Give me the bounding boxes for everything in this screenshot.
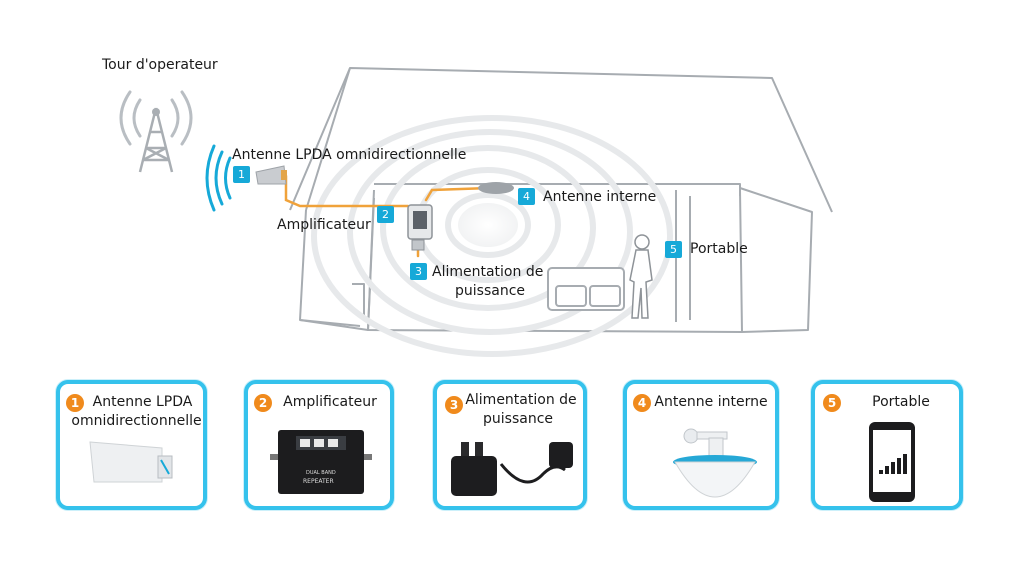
house-outline: [289, 67, 833, 333]
card-number-badge: 1: [66, 394, 84, 412]
tower-label: Tour d'operateur: [102, 57, 218, 73]
internal-antenna-icon: [478, 182, 514, 194]
card-internal-antenna: 4 Antenne interne: [623, 380, 779, 510]
amplifier-device-text2: REPEATER: [303, 478, 334, 485]
indoor-signal-waves: [311, 115, 673, 357]
callout-label-internal-antenna: Antenne interne: [543, 189, 657, 205]
card-title-line1: Amplificateur: [283, 394, 377, 410]
callout-badge-3: 3: [410, 263, 427, 280]
amplifier-product-icon: [270, 430, 372, 494]
card-lpda-antenna: 1 Antenne LPDA omnidirectionnelle: [56, 380, 207, 510]
card-number-badge: 2: [254, 394, 272, 412]
card-title-line2: puissance: [483, 411, 553, 427]
card-power-supply: 3 Alimentation de puissance: [433, 380, 587, 510]
sofa-icon: [547, 267, 625, 311]
card-number-badge: 4: [633, 394, 651, 412]
callout-label-power-line2: puissance: [455, 283, 525, 299]
callout-label-power-line1: Alimentation de: [432, 264, 544, 280]
card-title-line1: Antenne LPDA: [92, 394, 193, 410]
signal-waves-icon: [205, 144, 232, 212]
callout-label-lpda: Antenne LPDA omnidirectionnelle: [232, 147, 467, 163]
lpda-antenna-product-icon: [89, 441, 173, 483]
card-number-badge: 5: [823, 394, 841, 412]
card-title-line1: Portable: [872, 394, 930, 410]
card-portable: 5 Portable: [811, 380, 963, 510]
callout-badge-5: 5: [665, 241, 682, 258]
smartphone-product-icon: [869, 422, 915, 502]
cell-tower-icon: [119, 90, 193, 173]
person-icon: [629, 234, 653, 319]
callout-badge-4: 4: [518, 188, 535, 205]
power-supply-product-icon: [451, 442, 573, 496]
card-amplifier: 2 Amplificateur DUAL BAND REPEATER: [244, 380, 394, 510]
callout-badge-1: 1: [233, 166, 250, 183]
amplifier-device-text1: DUAL BAND: [306, 470, 336, 476]
callout-label-portable: Portable: [690, 241, 748, 257]
power-supply-icon: [411, 239, 425, 251]
lpda-antenna-icon: [255, 165, 287, 185]
card-title-line2: omnidirectionnelle: [71, 413, 202, 429]
callout-badge-2: 2: [377, 206, 394, 223]
internal-antenna-product-icon: [673, 428, 757, 498]
callout-label-amplifier: Amplificateur: [277, 217, 371, 233]
card-title-line1: Antenne interne: [654, 394, 768, 410]
card-number-badge: 3: [445, 396, 463, 414]
card-title-line1: Alimentation de: [465, 392, 577, 408]
amplifier-icon: [407, 204, 433, 240]
